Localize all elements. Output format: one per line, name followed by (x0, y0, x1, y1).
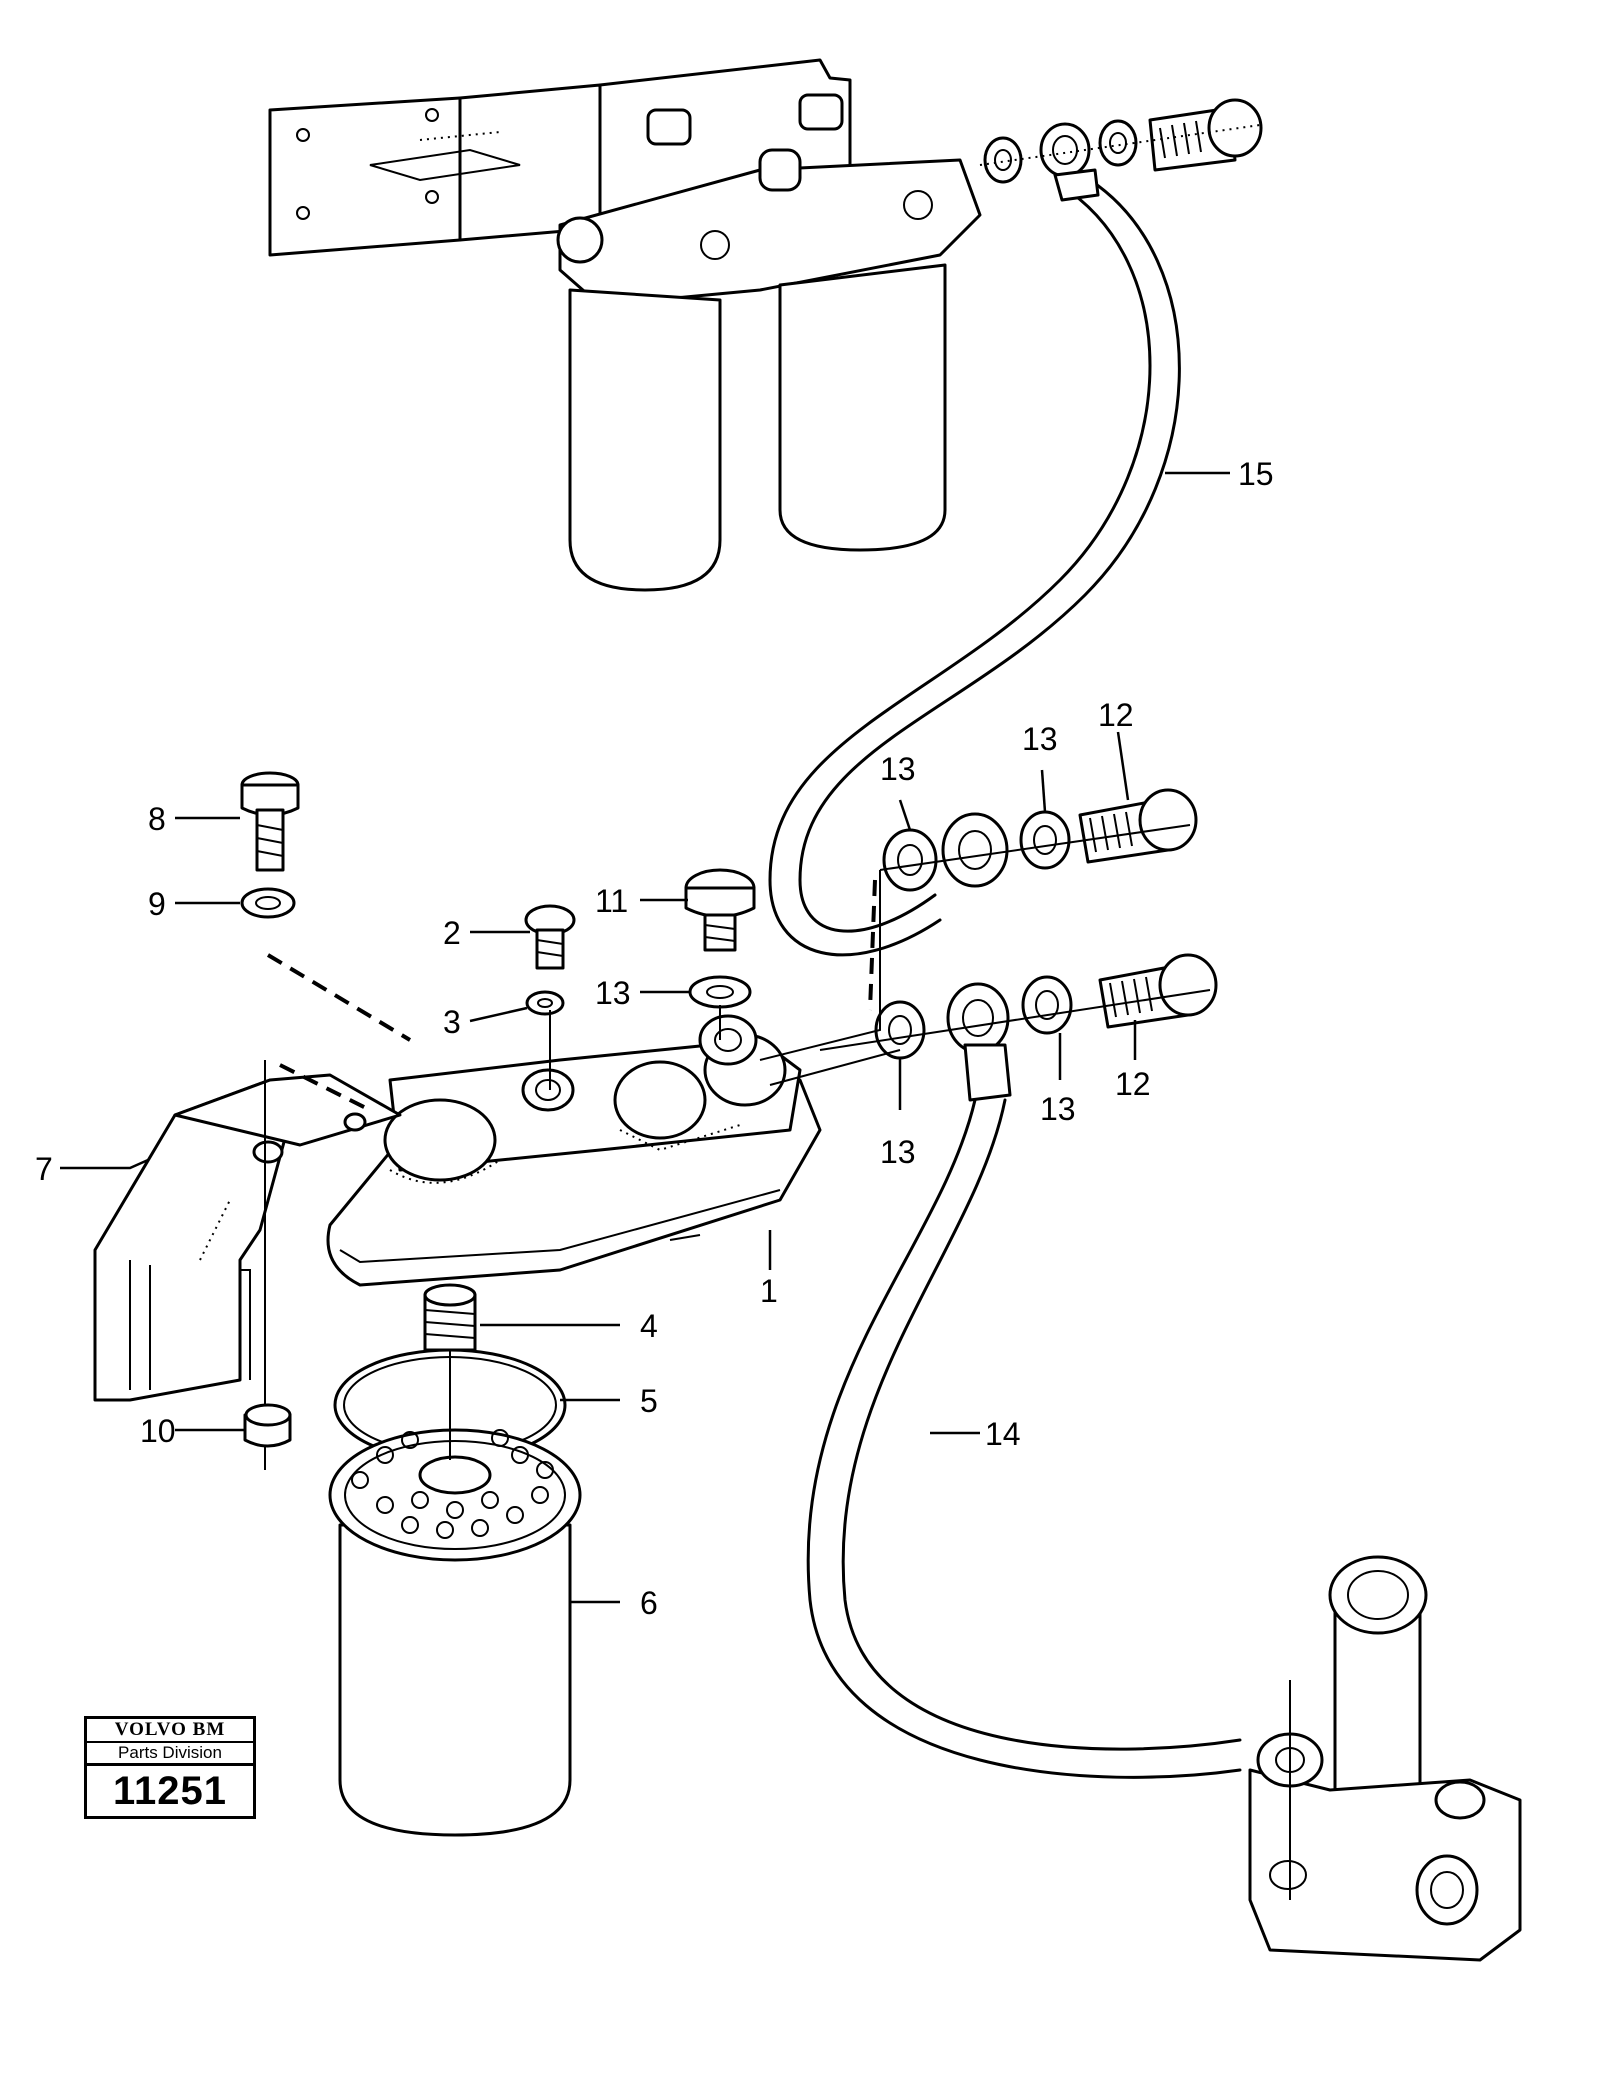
callout-11: 11 (595, 883, 628, 919)
callout-13-mid-a: 13 (880, 751, 916, 787)
bolt-8 (240, 771, 300, 872)
callout-15: 15 (1238, 456, 1274, 492)
callout-13-low-b: 13 (1040, 1091, 1076, 1127)
callout-13-low-a: 13 (880, 1134, 916, 1170)
washer-9 (240, 887, 296, 919)
callout-13-plug: 13 (595, 975, 631, 1011)
callout-4: 4 (640, 1308, 658, 1344)
centre-line (769, 1049, 901, 1086)
filter-cartridge-6 (328, 1350, 582, 1837)
callout-9: 9 (148, 886, 166, 922)
callout-5: 5 (640, 1383, 658, 1419)
callout-10: 10 (140, 1413, 176, 1449)
callout-labels: 8 9 7 10 2 3 11 13 1 4 5 6 13 13 12 13 1… (35, 456, 1274, 1621)
lower-banjo-connection (819, 879, 1218, 1102)
middle-banjo-connection (879, 788, 1198, 892)
centre-line-upper (759, 870, 881, 1061)
leader-lines (60, 471, 1230, 1604)
callout-3: 3 (443, 1004, 461, 1040)
callout-6: 6 (640, 1585, 658, 1621)
washer-3 (525, 990, 565, 1016)
filter-head-1 (326, 1014, 822, 1287)
callout-14: 14 (985, 1416, 1021, 1452)
hose-15 (768, 168, 1181, 957)
callout-2: 2 (443, 915, 461, 951)
nut-10 (243, 1403, 292, 1448)
callout-13-mid-b: 13 (1022, 721, 1058, 757)
callout-1: 1 (760, 1273, 778, 1309)
feed-pump (1248, 1555, 1522, 1962)
bracket-7 (93, 953, 412, 1470)
division-label: Parts Division (87, 1743, 253, 1766)
plug-11 (684, 868, 756, 952)
washer-13-plug (688, 975, 752, 1009)
volvo-bm-parts-stamp: VOLVO BM Parts Division 11251 (84, 1716, 256, 1819)
top-banjo-connection (979, 98, 1263, 184)
callout-12-low: 12 (1115, 1066, 1151, 1102)
callout-12-mid: 12 (1098, 697, 1134, 733)
illustration-number: 11251 (112, 1769, 228, 1813)
screw-2 (524, 904, 576, 970)
hose-14 (806, 1098, 1242, 1779)
callout-8: 8 (148, 801, 166, 837)
callout-7: 7 (35, 1151, 53, 1187)
brand-name: VOLVO BM (87, 1719, 253, 1743)
double-filter-assembly (268, 58, 982, 592)
nipple-4 (423, 1283, 477, 1352)
